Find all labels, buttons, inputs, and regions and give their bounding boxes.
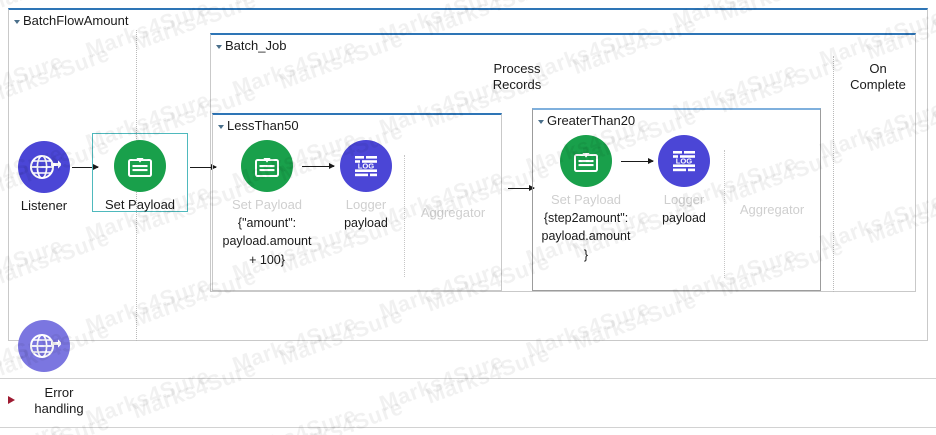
set-payload-icon (560, 135, 612, 187)
error-handling-label: Error handling (34, 385, 84, 417)
chevron-down-icon[interactable] (14, 19, 20, 24)
gt20-node-set-payload[interactable]: Set Payload {step2amount": payload.amoun… (538, 135, 634, 264)
gt20-node-logger-label: Logger (663, 192, 705, 207)
lt50-aggregator-label: Aggregator (420, 205, 486, 220)
less-than-50-scope[interactable]: LessThan50 (212, 113, 502, 291)
logger-icon: LOG (658, 135, 710, 187)
arrow-lt50-to-gt20 (508, 185, 535, 192)
batch-job-title-row[interactable]: Batch_Job (216, 38, 287, 53)
error-marker-icon (8, 396, 15, 404)
gt20-node-set-payload-expression: {step2amount": payload.amount } (541, 211, 631, 262)
greater-than-20-scope[interactable]: GreaterThan20 (532, 108, 821, 291)
set-payload-icon (241, 140, 293, 192)
phase-on-complete-label: On Complete (850, 61, 906, 93)
arrow-setpayload-to-batchjob (190, 164, 217, 171)
less-than-50-title-row[interactable]: LessThan50 (218, 118, 299, 133)
logger-icon: LOG (340, 140, 392, 192)
flow-outer-scope[interactable]: BatchFlowAmount (8, 8, 928, 341)
gt20-node-logger-expression: payload (662, 211, 706, 226)
on-complete-divider (833, 56, 834, 292)
node-listener-label: Listener (20, 198, 68, 213)
chevron-down-icon[interactable] (538, 119, 544, 124)
gt20-node-logger[interactable]: LOG Logger payload (636, 135, 732, 227)
flow-outer-title: BatchFlowAmount (23, 13, 129, 28)
svg-text:LOG: LOG (358, 161, 375, 170)
node-set-payload-main-label: Set Payload (104, 197, 176, 212)
lt50-node-set-payload-label: Set Payload (231, 197, 303, 212)
gt20-aggregator-label: Aggregator (739, 202, 805, 217)
globe-http-listener-icon (18, 141, 70, 193)
lt50-node-set-payload-expression: {"amount": payload.amount + 100} (222, 216, 312, 267)
error-handling-bottom-divider (0, 427, 936, 428)
node-error-handling-listener[interactable] (0, 320, 92, 372)
arrow-gt20-setpayload-to-logger (621, 158, 654, 165)
flow-outer-title-row[interactable]: BatchFlowAmount (14, 13, 129, 28)
gt20-aggregator-placeholder[interactable] (724, 150, 820, 278)
set-payload-icon (114, 140, 166, 192)
batch-job-title: Batch_Job (225, 38, 287, 53)
less-than-50-title: LessThan50 (227, 118, 299, 133)
arrow-listener-to-setpayload (72, 164, 99, 171)
lt50-node-set-payload[interactable]: Set Payload {"amount": payload.amount + … (219, 140, 315, 269)
globe-http-listener-icon (18, 320, 70, 372)
gt20-node-set-payload-label: Set Payload (550, 192, 622, 207)
lt50-node-logger-expression: payload (344, 216, 388, 231)
node-listener[interactable]: Listener (0, 141, 92, 213)
lt50-aggregator-placeholder[interactable] (404, 155, 500, 277)
chevron-down-icon[interactable] (216, 44, 222, 49)
arrow-lt50-setpayload-to-logger (302, 163, 335, 170)
error-handling-top-divider (0, 378, 936, 379)
chevron-down-icon[interactable] (218, 124, 224, 129)
set-payload-selection-box[interactable] (92, 133, 188, 212)
batch-job-scope[interactable]: Batch_Job (210, 33, 916, 292)
greater-than-20-title-row[interactable]: GreaterThan20 (538, 113, 636, 128)
greater-than-20-title: GreaterThan20 (547, 113, 636, 128)
lt50-node-logger-label: Logger (345, 197, 387, 212)
node-set-payload-main[interactable]: Set Payload (92, 140, 188, 212)
phase-process-records-label: Process Records (492, 61, 542, 93)
svg-text:LOG: LOG (676, 156, 693, 165)
lt50-node-logger[interactable]: LOG Logger payload (318, 140, 414, 232)
